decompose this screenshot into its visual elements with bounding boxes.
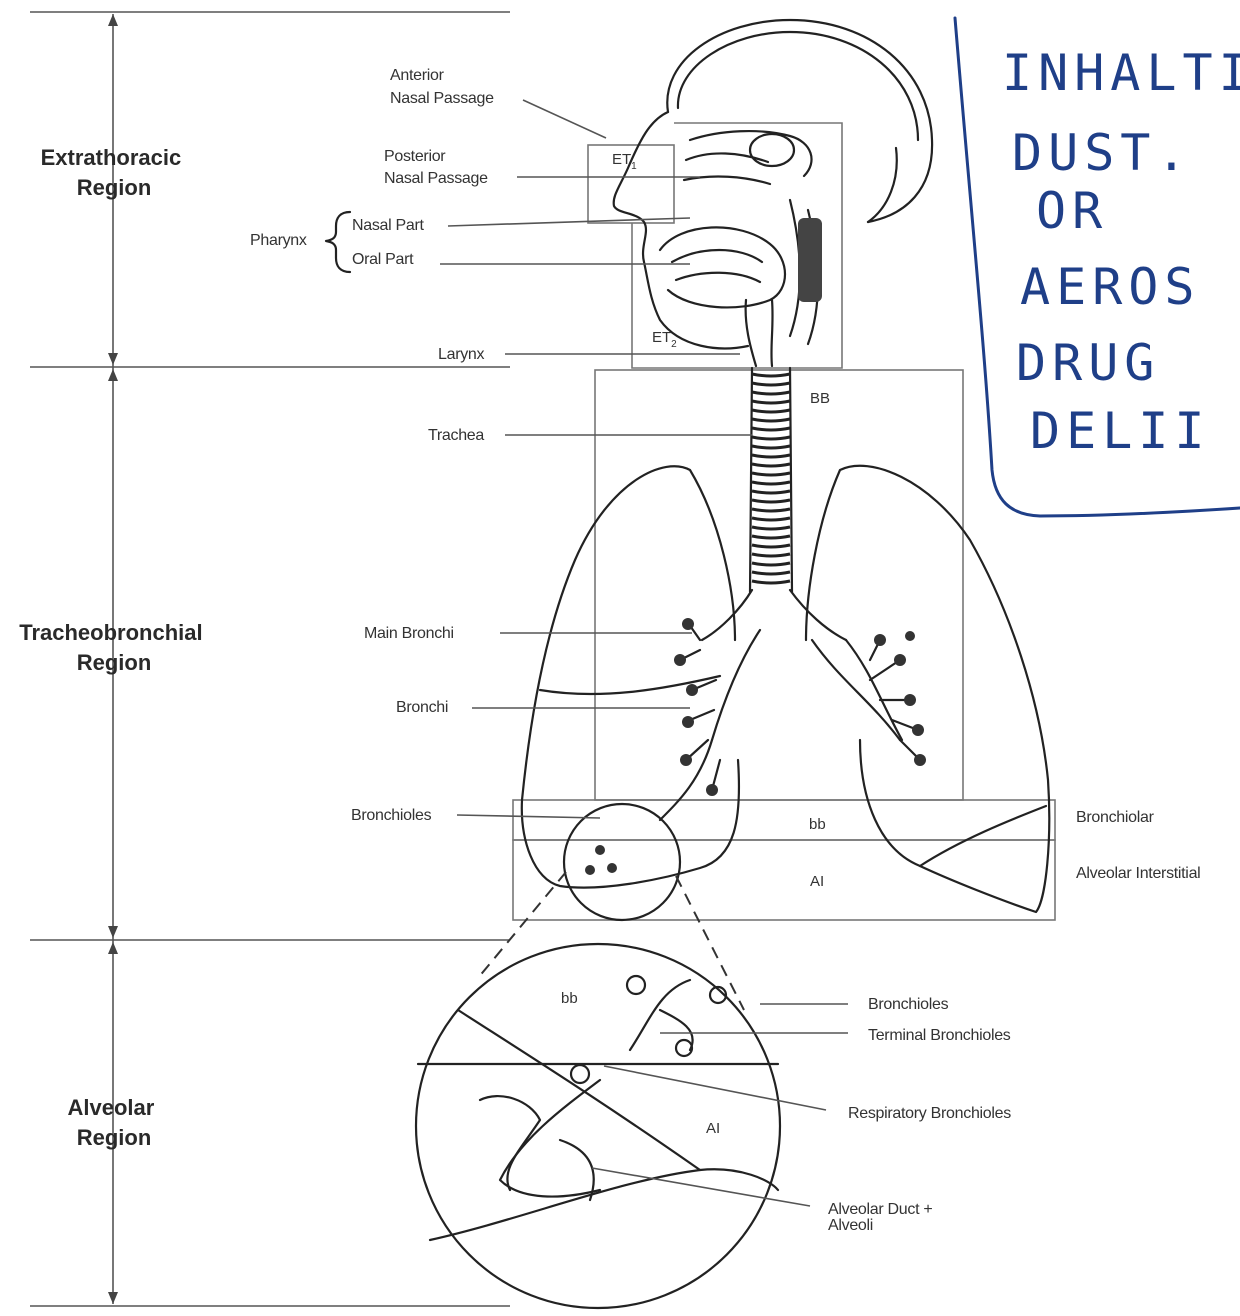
trachea-ring bbox=[752, 392, 790, 394]
trachea-ring bbox=[752, 410, 790, 412]
ai-box bbox=[513, 840, 1055, 920]
pharynx-brace bbox=[326, 212, 350, 272]
bronchiolar-label: Bronchiolar bbox=[1076, 809, 1155, 826]
alveolar-duct-label: Alveolar Duct + Alveoli bbox=[828, 1201, 937, 1234]
trachea-ring bbox=[752, 401, 790, 403]
handwritten-note-line: INHALTIO bbox=[1002, 44, 1240, 102]
trachea-ring bbox=[752, 491, 790, 493]
trachea-ring bbox=[752, 545, 790, 547]
handwritten-note-line: DRUG bbox=[1016, 334, 1160, 392]
pharynx-label: Pharynx bbox=[250, 232, 307, 249]
handwritten-note-line: AEROS bbox=[1020, 258, 1201, 316]
head-illustration bbox=[614, 20, 932, 366]
trachea-ring bbox=[752, 563, 790, 565]
trachea-ring bbox=[752, 464, 790, 466]
trachea-ring bbox=[752, 482, 790, 484]
bronchi-label: Bronchi bbox=[396, 699, 448, 716]
trachea-illustration bbox=[750, 368, 792, 592]
trachea-ring bbox=[752, 509, 790, 511]
trachea-ring bbox=[752, 473, 790, 475]
extrathoracic-region-label: Extrathoracic Region bbox=[41, 145, 188, 200]
tracheobronchial-region-label: Tracheobronchial Region bbox=[19, 620, 209, 675]
trachea-ring bbox=[752, 374, 790, 376]
trachea-ring bbox=[752, 383, 790, 385]
handwritten-note-line: DUST. . bbox=[1012, 124, 1240, 182]
inset-ai-label: AI bbox=[706, 1120, 720, 1137]
trachea-ring bbox=[752, 527, 790, 529]
bb-lower-box bbox=[513, 800, 1055, 840]
alveolar-region-label: Alveolar Region bbox=[68, 1095, 161, 1150]
bb-lower-label: bb bbox=[809, 816, 826, 833]
respiratory-bronchioles-label: Respiratory Bronchioles bbox=[848, 1105, 1011, 1122]
trachea-ring bbox=[752, 437, 790, 439]
ai-label: AI bbox=[810, 873, 824, 890]
handwritten-note-line: DELII bbox=[1030, 402, 1211, 460]
posterior-nasal-passage-label: Posterior Nasal Passage bbox=[384, 148, 488, 187]
inset-bb-label: bb bbox=[561, 990, 578, 1007]
trachea-ring bbox=[752, 518, 790, 520]
main-bronchi-label: Main Bronchi bbox=[364, 625, 454, 642]
lungs-illustration bbox=[522, 466, 1049, 912]
trachea-ring bbox=[752, 536, 790, 538]
et2-label: ET2 bbox=[652, 329, 677, 350]
nasal-part-label: Nasal Part bbox=[352, 217, 425, 234]
trachea-ring bbox=[752, 554, 790, 556]
oral-part-label: Oral Part bbox=[352, 251, 414, 268]
trachea-ring bbox=[752, 419, 790, 421]
trachea-ring bbox=[752, 446, 790, 448]
trachea-ring bbox=[752, 572, 790, 574]
trachea-ring bbox=[752, 581, 790, 583]
larynx-label: Larynx bbox=[438, 346, 485, 363]
trachea-label: Trachea bbox=[428, 427, 484, 444]
inset-bronchioles-label: Bronchioles bbox=[868, 996, 949, 1013]
handwritten-note: INHALTIO DUST. . OR AEROS DRUG DELII bbox=[955, 18, 1240, 516]
terminal-bronchioles-label: Terminal Bronchioles bbox=[868, 1027, 1011, 1044]
alveolar-inset bbox=[416, 944, 780, 1308]
trachea-ring bbox=[752, 455, 790, 457]
handwritten-note-line: OR bbox=[1036, 182, 1108, 240]
alveolar-interstitial-label: Alveolar Interstitial bbox=[1076, 865, 1200, 882]
anterior-nasal-passage-label: Anterior Nasal Passage bbox=[390, 67, 494, 107]
trachea-ring bbox=[752, 428, 790, 430]
bronchioles-label: Bronchioles bbox=[351, 807, 432, 824]
bb-upper-label: BB bbox=[810, 390, 830, 407]
trachea-ring bbox=[752, 500, 790, 502]
